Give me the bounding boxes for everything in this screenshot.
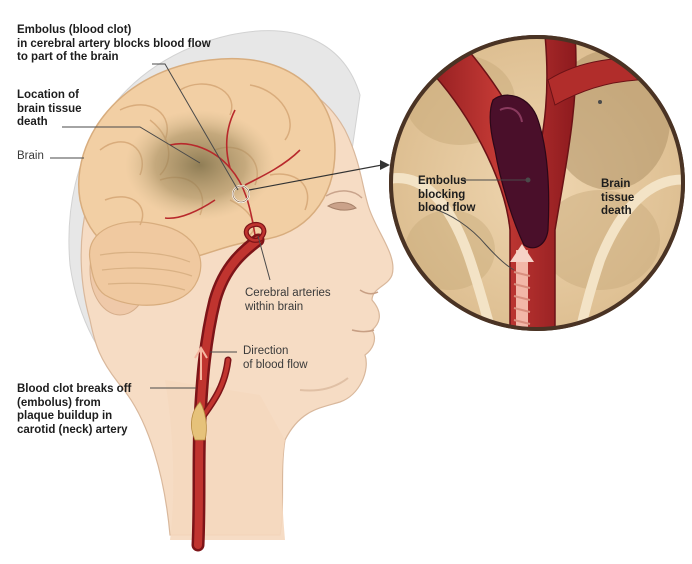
label-cerebral-arteries: Cerebral arteries within brain (245, 287, 331, 313)
eye (326, 201, 357, 211)
label-brain: Brain (17, 150, 44, 162)
embolus-clot (489, 94, 550, 249)
label-clot-breaks-off: Blood clot breaks off (embolus) from pla… (17, 383, 132, 436)
label-inset-embolus: Embolus blocking blood flow (418, 175, 476, 214)
magnify-pointer (248, 160, 390, 191)
leader-lines (50, 63, 531, 389)
label-inset-tissue-death: Brain tissue death (601, 178, 635, 217)
cerebellum (89, 221, 202, 306)
label-location-tissue-death: Location of brain tissue death (17, 89, 82, 128)
dead-tissue-area (125, 110, 275, 220)
label-direction-blood-flow: Direction of blood flow (243, 345, 308, 371)
brain (78, 57, 336, 306)
label-embolus-cerebral: Embolus (blood clot) in cerebral artery … (17, 24, 211, 63)
flow-arrow (510, 244, 534, 329)
plaque (190, 401, 207, 441)
inset-magnified-view (389, 35, 685, 331)
carotid-artery (190, 222, 267, 552)
